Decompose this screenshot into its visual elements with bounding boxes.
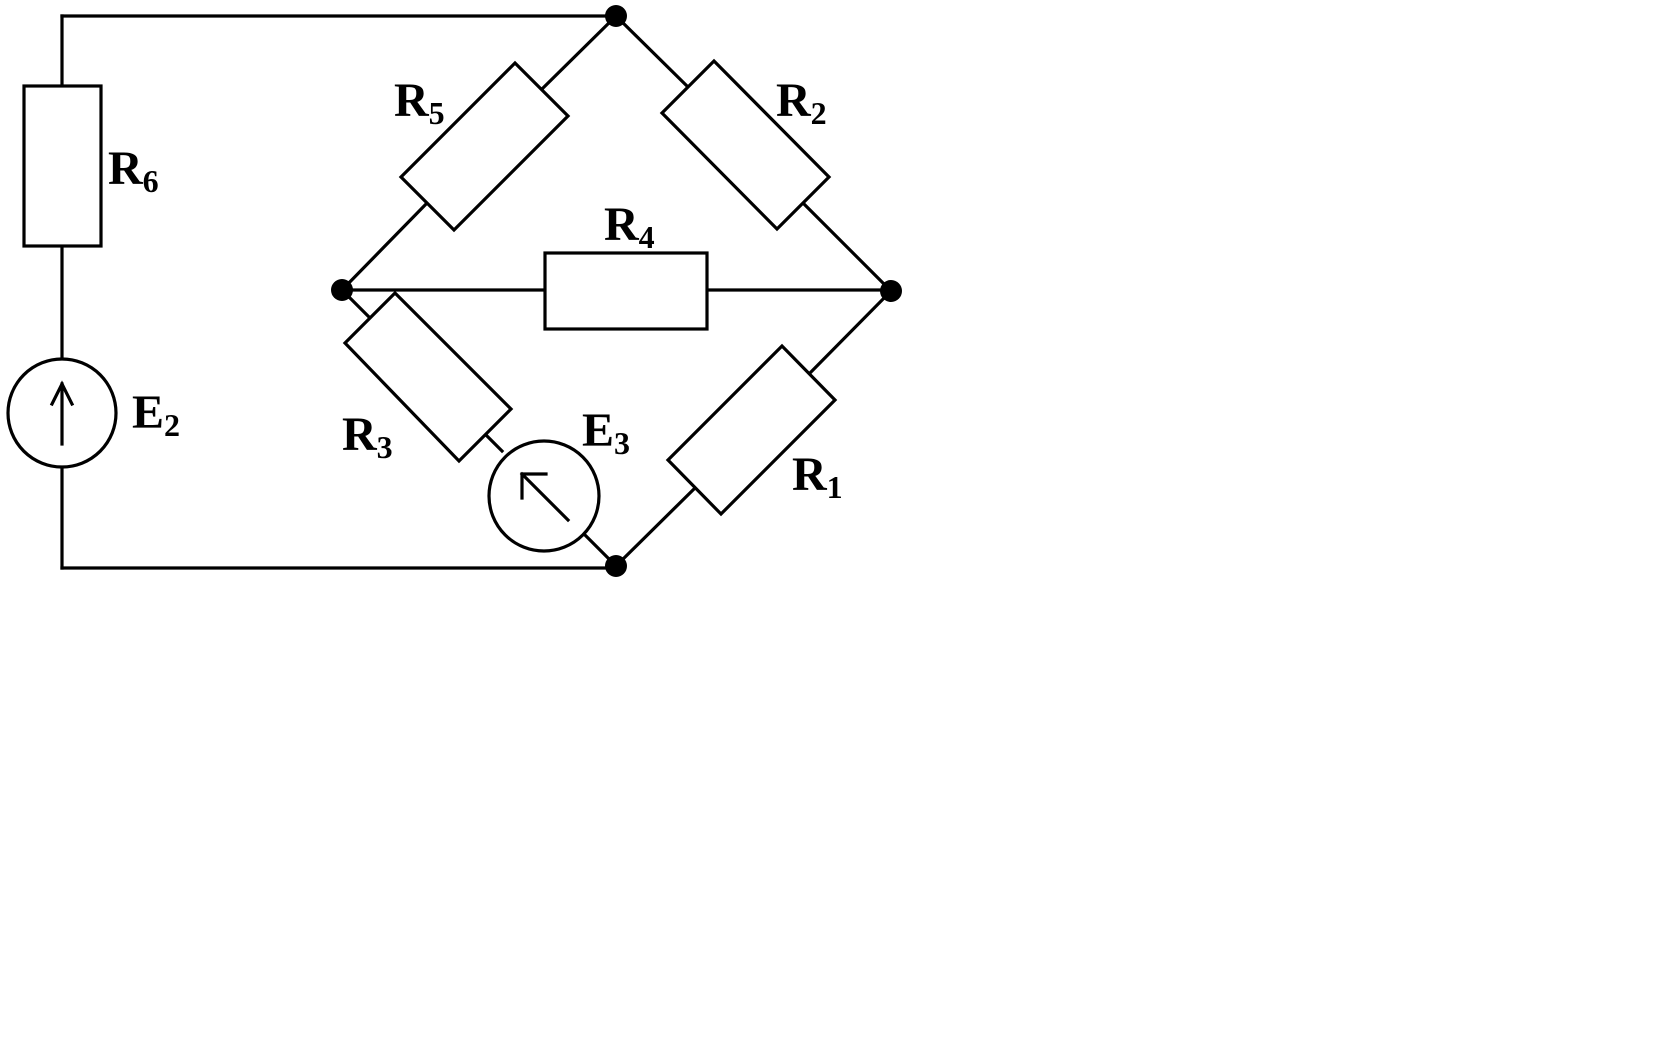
wire-r1-right bbox=[807, 288, 894, 376]
label-r5: R5 bbox=[394, 74, 445, 131]
source-e2 bbox=[6, 357, 118, 469]
resistor-r2 bbox=[659, 58, 832, 232]
source-e3-arrow-head bbox=[520, 472, 548, 500]
labels: R6 R5 R2 R4 E2 R3 E3 R1 bbox=[108, 74, 843, 505]
wire-top-r2 bbox=[613, 13, 691, 90]
label-r1: R1 bbox=[792, 448, 843, 505]
wire-r3-e3 bbox=[482, 431, 505, 454]
wires bbox=[60, 13, 894, 570]
resistor-r4 bbox=[543, 251, 709, 331]
wire-bottom-r1 bbox=[613, 484, 699, 569]
resistor-r5 bbox=[398, 60, 571, 233]
label-e2: E2 bbox=[132, 386, 180, 443]
sources bbox=[6, 357, 601, 553]
source-e2-arrow-head bbox=[49, 380, 75, 407]
junction-bottom bbox=[605, 555, 627, 577]
resistor-r6 bbox=[22, 84, 103, 248]
junction-right bbox=[880, 280, 902, 302]
source-e3-arrow-shaft bbox=[519, 471, 571, 523]
wire-r2-right bbox=[800, 200, 894, 294]
source-e3 bbox=[487, 439, 601, 553]
resistors bbox=[22, 58, 838, 517]
label-r6: R6 bbox=[108, 142, 159, 199]
wire-top-r5 bbox=[539, 13, 619, 92]
junction-top bbox=[605, 5, 627, 27]
junction-left bbox=[331, 279, 353, 301]
resistor-r3 bbox=[342, 290, 514, 464]
label-r3: R3 bbox=[342, 408, 393, 465]
wire-r5-left bbox=[339, 199, 431, 293]
label-r2: R2 bbox=[776, 74, 827, 131]
label-r4: R4 bbox=[604, 198, 655, 255]
label-e3: E3 bbox=[582, 404, 630, 461]
junctions bbox=[331, 5, 902, 577]
resistor-r1 bbox=[665, 343, 838, 517]
